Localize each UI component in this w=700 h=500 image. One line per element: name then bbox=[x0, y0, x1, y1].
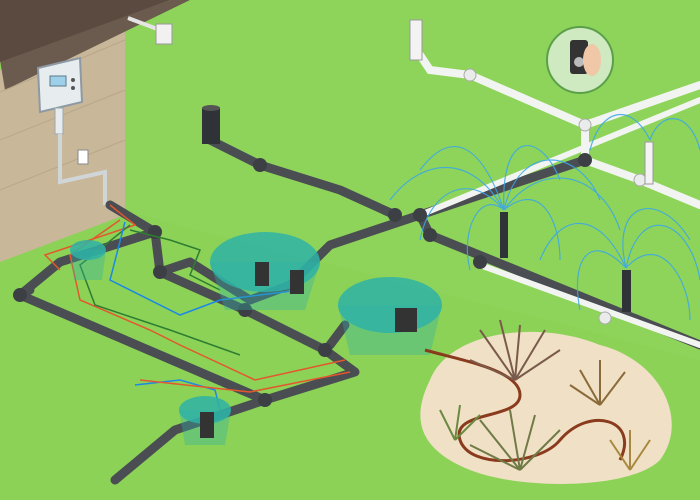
house-roof-top bbox=[0, 0, 170, 62]
valve-box-icon bbox=[338, 277, 442, 355]
spray-head-icon bbox=[644, 141, 654, 185]
valve-box-icon bbox=[179, 396, 231, 445]
remote-control-icon bbox=[546, 26, 614, 94]
outlet-icon bbox=[77, 149, 89, 165]
water-spray bbox=[389, 113, 700, 321]
valve-box-icon bbox=[210, 232, 320, 310]
pipe-fittings bbox=[13, 68, 647, 407]
spray-head-icon bbox=[500, 212, 508, 258]
irrigation-controller-icon bbox=[36, 56, 107, 205]
plant-icon bbox=[439, 319, 651, 471]
rain-sensor-icon bbox=[127, 16, 173, 45]
rotor-head-icon bbox=[409, 19, 423, 61]
valve-box-icon bbox=[70, 240, 106, 280]
rotor-head-icon bbox=[202, 105, 220, 144]
spray-head-icon bbox=[622, 270, 631, 312]
